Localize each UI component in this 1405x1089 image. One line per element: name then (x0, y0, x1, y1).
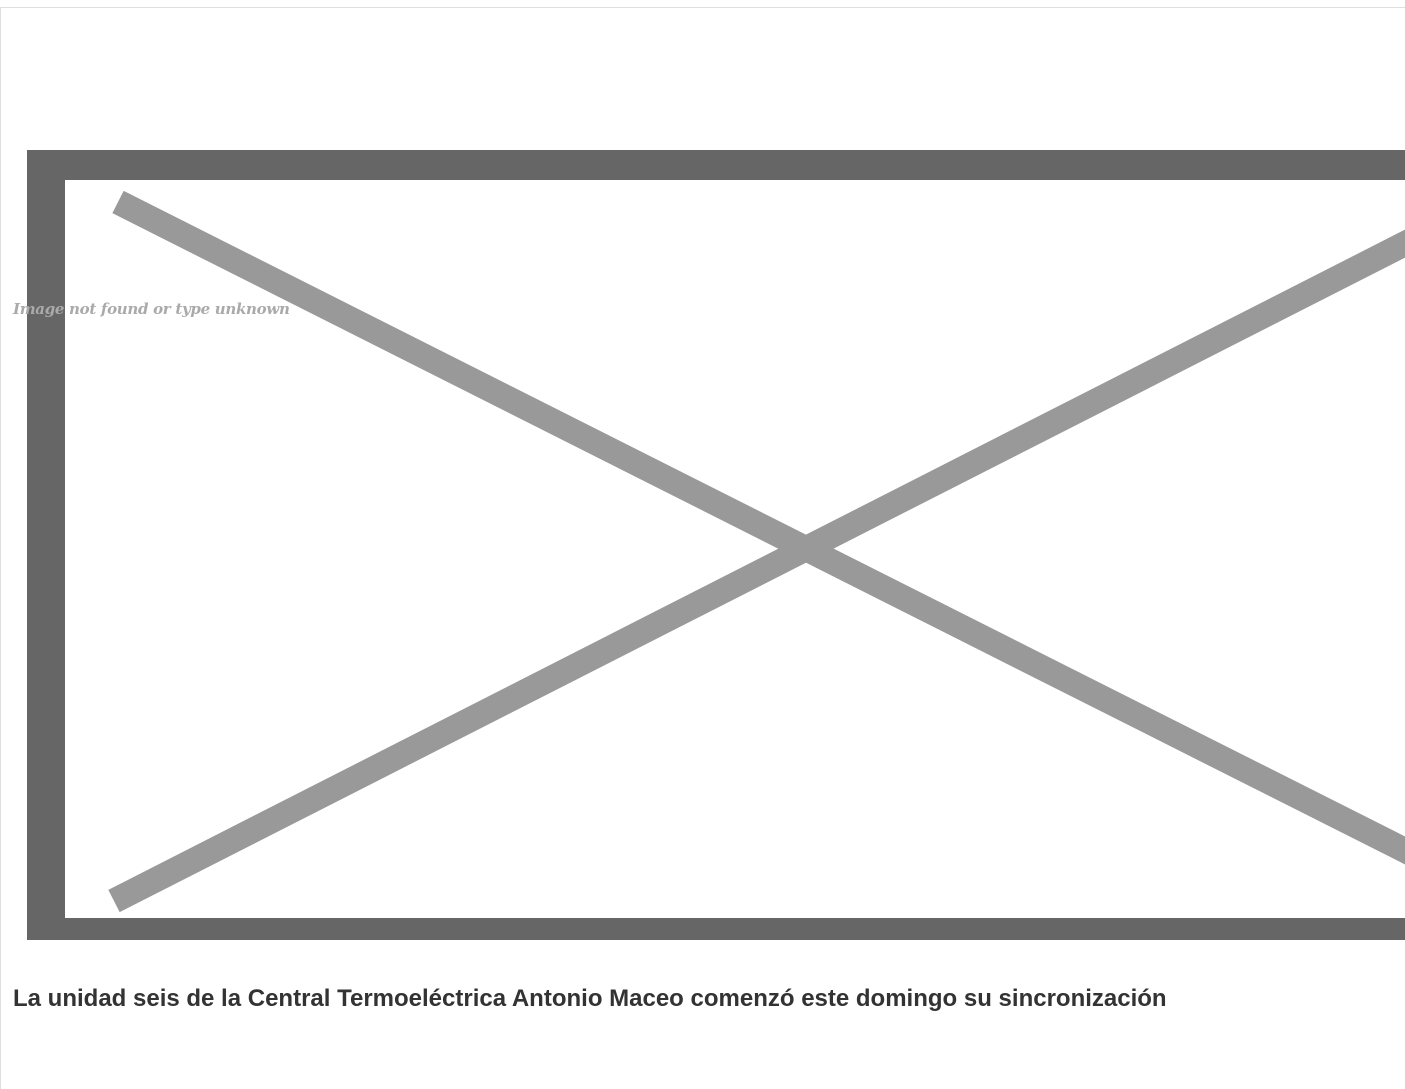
content-frame (0, 7, 1405, 1089)
article-image[interactable]: Image not found or type unknown (0, 150, 1405, 940)
broken-image-icon (27, 150, 1405, 940)
placeholder-frame (27, 150, 1405, 940)
placeholder-cross-line (108, 229, 1405, 913)
article-headline[interactable]: La unidad seis de la Central Termoeléctr… (13, 985, 1167, 1012)
placeholder-cross-line (112, 190, 1405, 865)
image-alt-text: Image not found or type unknown (13, 300, 290, 318)
